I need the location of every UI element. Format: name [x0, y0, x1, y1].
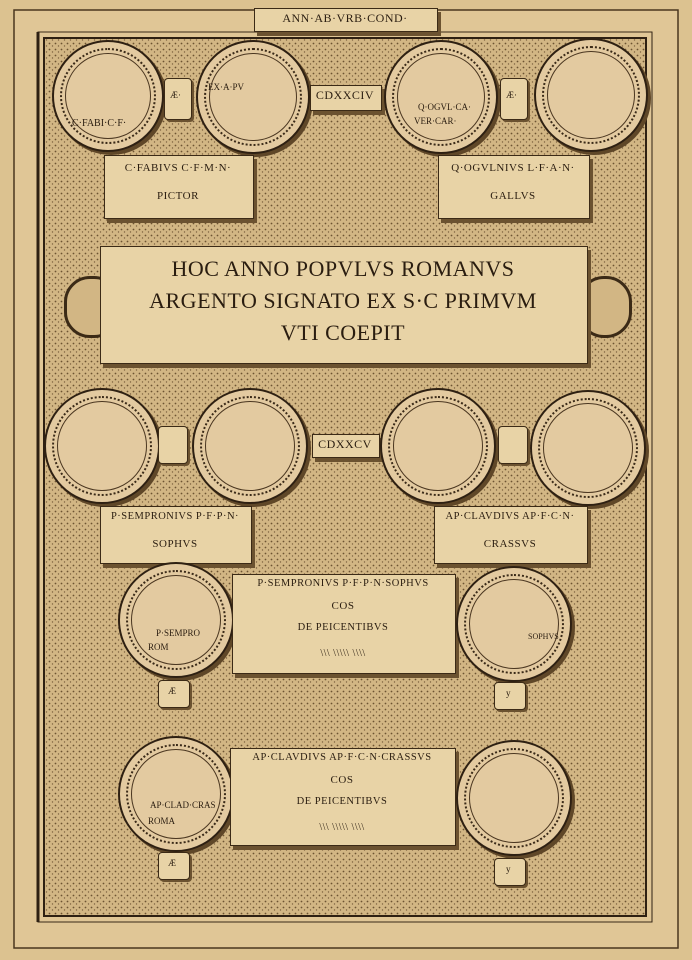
triumph2-tablet	[230, 748, 456, 846]
triumph2-coin-right	[456, 740, 572, 856]
inscription-line-2: ARGENTO SIGNATO EX S·C PRIMVM	[149, 288, 537, 313]
header-title: ANN·AB·VRB·COND·	[282, 11, 408, 25]
moneyer-tablet-right	[438, 155, 590, 219]
main-inscription-tablet	[100, 246, 588, 364]
triumph1-coin2-legend: SOPHVS	[528, 632, 559, 641]
consul-right-line2: CRASSVS	[483, 538, 537, 550]
triumph1-line3: DE PEICENTIBVS	[297, 622, 389, 633]
coin-ogulnius-legend-2: VER·CAR·	[414, 116, 457, 126]
triumph1-coin-left	[118, 562, 234, 678]
consul-right-line1: AP·CLAVDIVS AP·F·C·N·	[445, 511, 575, 522]
triumph1-metal-left	[158, 680, 190, 708]
triumph2-coin-legend-2: ROMA	[148, 816, 176, 826]
triumph2-marks: \\\ \\\\\ \\\\	[319, 822, 365, 833]
header-tablet	[254, 8, 438, 32]
triumph2-coin-left	[118, 736, 234, 852]
triumph1-coin-legend-1: P·SEMPRO	[156, 628, 201, 638]
year-tablet-1	[310, 85, 382, 111]
triumph2-line1: AP·CLAVDIVS AP·F·C·N·CRASSVS	[252, 752, 432, 763]
moneyer-tablet-left	[104, 155, 254, 219]
triumph1-tablet	[232, 574, 456, 674]
triumph2-metal-left	[158, 852, 190, 880]
triumph1-metal-left-label: Æ	[168, 686, 177, 696]
triumph1-metal-right	[494, 682, 526, 710]
year-label-2: CDXXCV	[318, 437, 372, 451]
consul-left-line2: SOPHVS	[152, 538, 198, 550]
year-tablet-2	[312, 434, 380, 458]
consul-left-line1: P·SEMPRONIVS P·F·P·N·	[110, 511, 240, 522]
triumph1-metal-right-label: y	[506, 688, 511, 698]
coin-ogulnius-reverse	[534, 38, 648, 152]
coin-fabius-rev-legend: EX·A·PV	[208, 82, 244, 92]
metal-mark-left-label: Æ·	[170, 90, 181, 100]
moneyer-left-line2: PICTOR	[157, 190, 199, 202]
metal-mark-right-label: Æ·	[506, 90, 517, 100]
moneyer-left-line1: C·FABIVS C·F·M·N·	[124, 162, 232, 174]
moneyer-right-line1: Q·OGVLNIVS L·F·A·N·	[451, 162, 575, 174]
inscription-line-1: HOC ANNO POPVLVS ROMANVS	[171, 256, 515, 281]
year-label-1: CDXXCIV	[315, 88, 375, 102]
triumph1-coin-legend-2: ROM	[148, 642, 169, 652]
empty-coin-3	[380, 388, 496, 504]
coin-fabius-legend: C·FABI·C·F·	[72, 118, 127, 129]
triumph1-line2: COS	[331, 600, 355, 612]
knot-2	[498, 426, 528, 464]
triumph2-coin-legend-1: AP·CLAD·CRAS	[150, 800, 216, 810]
coin-ogulnius-legend-1: Q·OGVL·CA·	[418, 102, 471, 112]
empty-coin-4	[530, 390, 646, 506]
consul-tablet-right	[434, 506, 588, 564]
moneyer-right-line2: GALLVS	[490, 190, 536, 202]
triumph1-line1: P·SEMPRONIVS P·F·P·N·SOPHVS	[257, 578, 429, 589]
metal-mark-left	[164, 78, 192, 120]
triumph1-coin-right	[456, 566, 572, 682]
empty-coin-2	[192, 388, 308, 504]
triumph2-metal-right-label: y	[506, 864, 511, 874]
empty-coin-1	[44, 388, 160, 504]
coin-ogulnius-obverse	[384, 40, 498, 154]
triumph2-metal-left-label: Æ	[168, 858, 177, 868]
coin-fabius-reverse	[196, 40, 310, 154]
consul-tablet-left	[100, 506, 252, 564]
metal-mark-right	[500, 78, 528, 120]
coin-fabius-obverse	[52, 40, 164, 152]
triumph2-metal-right	[494, 858, 526, 886]
triumph2-line3: DE PEICENTIBVS	[296, 796, 388, 807]
inscription-line-3: VTI COEPIT	[280, 320, 406, 345]
triumph2-line2: COS	[330, 774, 354, 786]
triumph1-marks: \\\ \\\\\ \\\\	[320, 648, 366, 659]
knot-1	[158, 426, 188, 464]
